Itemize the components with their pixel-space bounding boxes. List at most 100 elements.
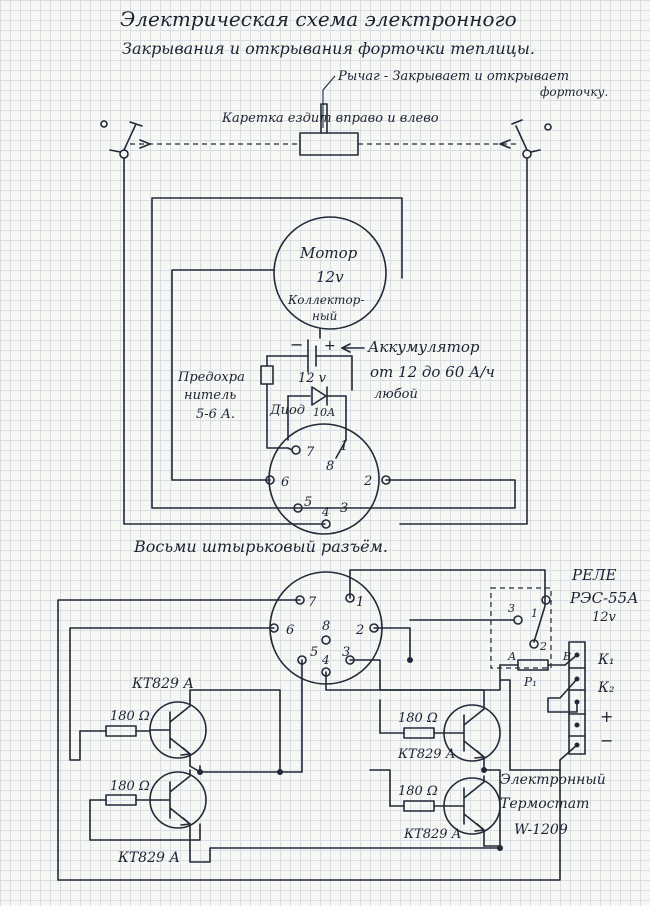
limit-switch-right xyxy=(511,119,541,159)
connector-top-pin-7 xyxy=(291,445,301,455)
diode-label: Диод xyxy=(269,403,305,418)
svg-text:1: 1 xyxy=(340,439,348,454)
svg-text:4: 4 xyxy=(321,653,330,667)
fuse xyxy=(260,355,289,449)
svg-text:6: 6 xyxy=(286,623,294,638)
mount-point-left xyxy=(100,120,108,128)
svg-text:3: 3 xyxy=(342,645,350,660)
battery-voltage: 12 v xyxy=(298,371,327,386)
fuse-label-3: 5-6 А. xyxy=(196,407,235,422)
svg-text:5: 5 xyxy=(304,495,312,510)
resistor-r4 xyxy=(389,800,445,812)
connector-top-pin-5 xyxy=(293,503,303,513)
wire-pin5-to-transistors xyxy=(189,659,303,773)
resistor-r1 xyxy=(79,725,151,737)
svg-text:1: 1 xyxy=(531,607,538,620)
thermostat-k1: К₁ xyxy=(597,652,614,668)
relay-label-3: 12v xyxy=(592,610,617,625)
fuse-label-1: Предохра xyxy=(177,370,245,385)
motor-label: Мотор xyxy=(299,244,358,262)
svg-text:2: 2 xyxy=(355,623,364,638)
lever-leader-line xyxy=(322,75,336,128)
relay: 3 2 1 А В Р₁ xyxy=(490,579,571,689)
carriage-note: Каретка ездит вправо и влево xyxy=(221,111,439,126)
carriage xyxy=(299,132,359,156)
diode xyxy=(287,386,347,441)
svg-text:7: 7 xyxy=(308,595,317,610)
motor-voltage: 12v xyxy=(316,268,344,286)
transistor-top-left xyxy=(149,699,207,767)
connector-top: 7 1 6 2 8 5 3 4 xyxy=(265,423,391,535)
battery-note-3: любой xyxy=(374,387,418,402)
wire-pin4-to-right-transistors xyxy=(325,671,485,701)
thermostat-label-2: Термостат xyxy=(500,796,589,812)
svg-text:3: 3 xyxy=(340,501,348,516)
svg-text:2: 2 xyxy=(539,640,547,653)
lever-arm xyxy=(320,103,328,134)
lever-note-line-2: форточку. xyxy=(540,85,608,99)
travel-arrows xyxy=(139,139,511,149)
battery-minus: − xyxy=(290,335,303,354)
svg-text:1: 1 xyxy=(356,595,364,610)
fuse-label-2: нитель xyxy=(184,388,236,403)
thermostat-plus: + xyxy=(600,707,613,726)
svg-text:3: 3 xyxy=(508,602,515,615)
thermostat-label-3: W-1209 xyxy=(514,822,568,838)
battery-note-1: Аккумулятор xyxy=(367,338,480,356)
relay-label-2: РЭС-55А xyxy=(569,589,639,607)
relay-label-1: РЕЛЕ xyxy=(571,566,617,584)
battery: − + 12 v xyxy=(266,335,353,391)
svg-text:8: 8 xyxy=(322,619,330,634)
svg-text:4: 4 xyxy=(321,505,330,519)
resistor-r4-label: 180 Ω xyxy=(398,784,438,799)
transistor-bottom-left xyxy=(149,769,207,837)
connector-bottom: 7 1 6 8 2 5 3 4 xyxy=(269,571,383,685)
wire-motor-to-pin6 xyxy=(171,269,275,481)
battery-note-2: от 12 до 60 А/ч xyxy=(370,363,495,381)
svg-text:8: 8 xyxy=(326,459,334,474)
diode-rating: 10А xyxy=(313,406,335,419)
svg-text:Р₁: Р₁ xyxy=(523,675,537,689)
resistor-r3-label: 180 Ω xyxy=(398,711,438,726)
wire-pin2-to-relay xyxy=(373,619,515,661)
thermostat-terminal-block xyxy=(568,641,586,755)
wire-r2-base xyxy=(89,799,201,841)
svg-text:2: 2 xyxy=(363,474,372,489)
wire-relay-common xyxy=(499,679,561,771)
title-line-2: Закрывания и открывания форточки теплицы… xyxy=(122,39,535,58)
svg-text:В: В xyxy=(562,650,571,663)
connector-bottom-pin-8 xyxy=(321,635,331,645)
thermostat-label-1: Электронный xyxy=(500,772,606,788)
svg-text:7: 7 xyxy=(306,445,315,460)
transistor-top-left-label: КТ829 А xyxy=(131,676,194,692)
svg-text:5: 5 xyxy=(310,645,318,660)
resistor-r2-label: 180 Ω xyxy=(110,779,150,794)
svg-text:А: А xyxy=(507,650,516,663)
battery-plus: + xyxy=(324,338,336,354)
mount-point-right xyxy=(544,123,552,131)
transistor-top-right-label: КТ829 А xyxy=(397,747,456,762)
connector-top-pin-6 xyxy=(265,475,275,485)
wire-pin3-to-coil xyxy=(349,659,501,691)
transistor-bottom-left-label: КТ829 А xyxy=(117,850,180,866)
thermostat-k2: К₂ xyxy=(597,680,615,696)
wire-left-switch-to-pin4 xyxy=(123,157,326,525)
wire-collector-left xyxy=(189,689,281,773)
wire-right-bases xyxy=(369,699,391,807)
svg-text:6: 6 xyxy=(281,475,289,490)
resistor-r2 xyxy=(89,794,151,806)
wire-pin7-ground-bus xyxy=(57,599,578,881)
wire-motor-to-pin2 xyxy=(151,197,516,509)
wire-relay-to-thermostat xyxy=(547,654,578,713)
motor-type-1: Коллектор- xyxy=(287,293,364,307)
wire-pin6-to-r1 xyxy=(69,627,275,761)
resistor-r3 xyxy=(379,727,445,739)
motor-type-2: ный xyxy=(312,309,337,323)
limit-switch-left xyxy=(109,121,143,159)
wire-right-switch xyxy=(399,157,528,525)
wire-pin1-to-relay xyxy=(349,569,546,599)
connector-top-pin-2 xyxy=(381,475,391,485)
motor: Мотор 12v Коллектор- ный xyxy=(273,216,387,330)
transistor-bottom-right-label: КТ829 А xyxy=(403,827,462,842)
resistor-r1-label: 180 Ω xyxy=(110,709,150,724)
